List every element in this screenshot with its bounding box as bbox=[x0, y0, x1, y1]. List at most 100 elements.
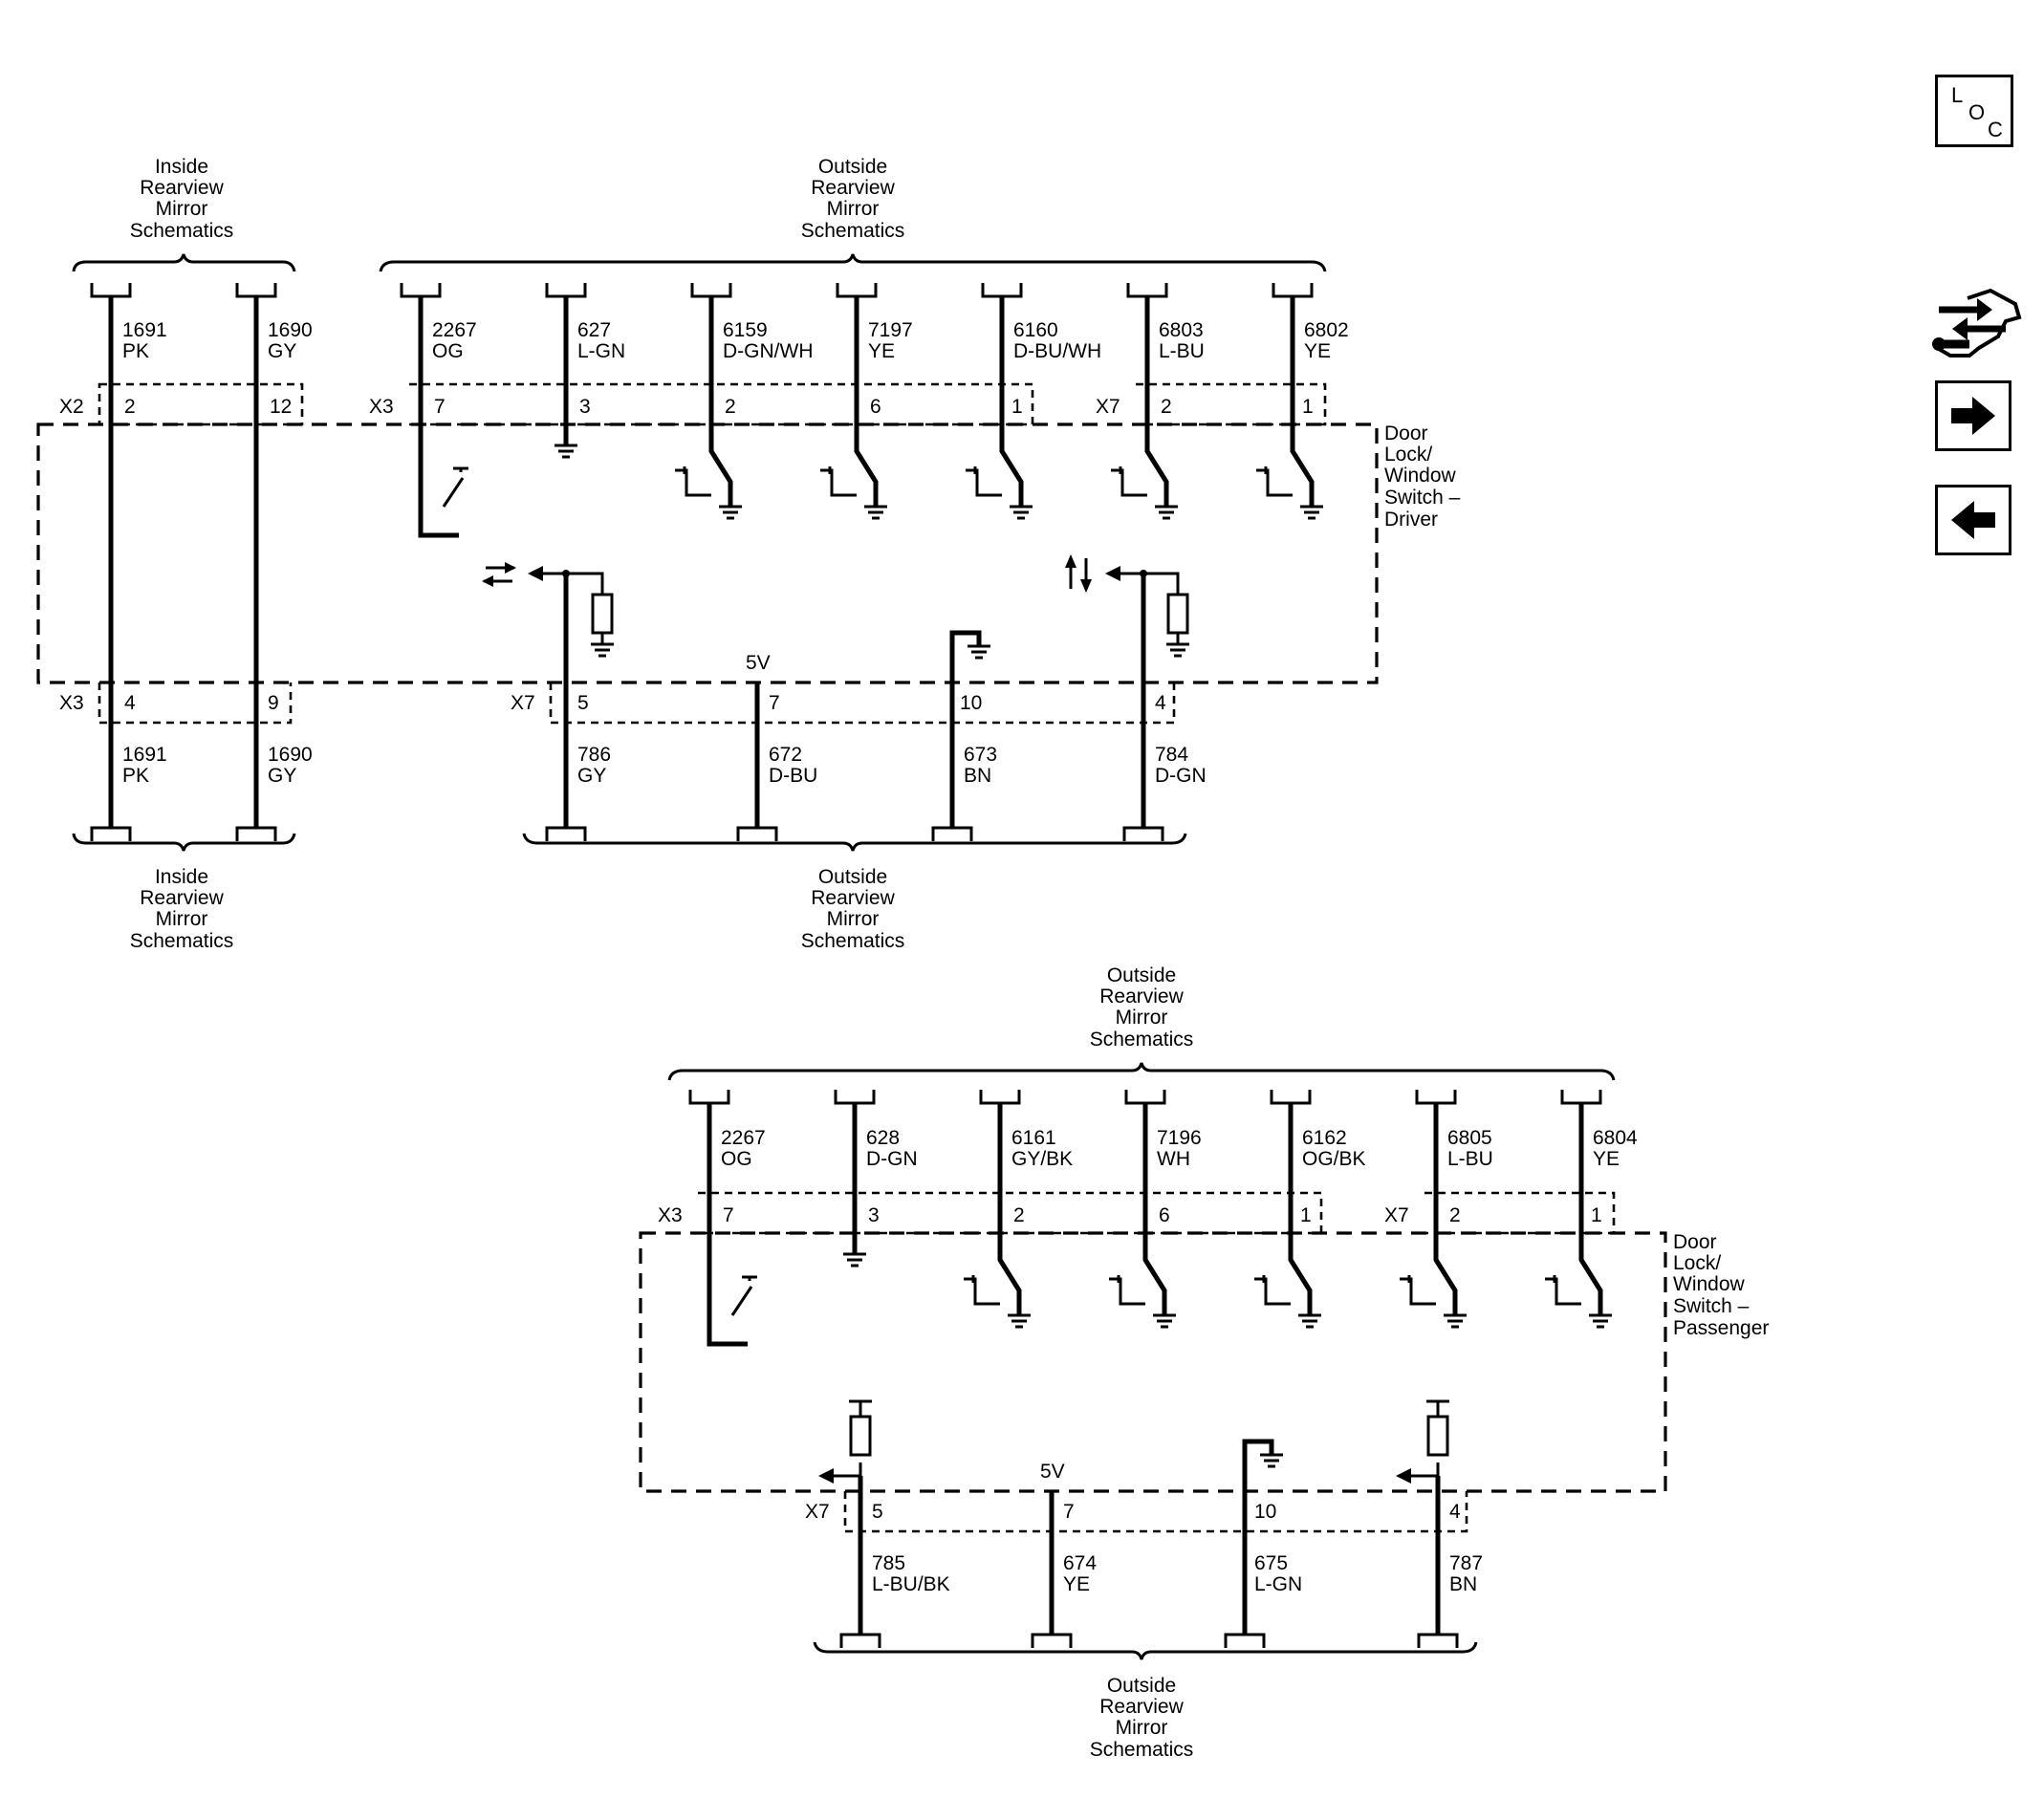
svg-text:7: 7 bbox=[769, 692, 780, 714]
svg-text:628: 628 bbox=[866, 1127, 900, 1149]
driver-ground-627 bbox=[554, 296, 577, 459]
svg-text:672: 672 bbox=[769, 744, 802, 766]
svg-text:X7: X7 bbox=[805, 1501, 830, 1523]
svg-text:673: 673 bbox=[964, 744, 997, 766]
driver-switch-6803 bbox=[1111, 296, 1178, 520]
svg-text:Mirror: Mirror bbox=[156, 908, 208, 930]
svg-text:675: 675 bbox=[1254, 1552, 1288, 1574]
svg-text:627: 627 bbox=[577, 319, 611, 341]
passenger-top-pin-labels: 7 3 2 6 1 2 1 bbox=[723, 1204, 1602, 1226]
svg-text:7: 7 bbox=[434, 396, 446, 418]
svg-text:Schematics: Schematics bbox=[801, 220, 905, 242]
driver-signal-784 bbox=[1105, 566, 1189, 828]
next-page-button[interactable] bbox=[1935, 380, 2011, 451]
loc-letter-c: C bbox=[1988, 118, 2003, 141]
svg-text:1: 1 bbox=[1302, 396, 1314, 418]
passenger-ground-675 bbox=[1242, 1439, 1283, 1635]
driver-switch-6160 bbox=[966, 296, 1033, 520]
svg-text:Window: Window bbox=[1673, 1273, 1746, 1295]
driver-switch-7197 bbox=[820, 296, 887, 520]
svg-text:6159: 6159 bbox=[723, 319, 768, 341]
svg-text:5: 5 bbox=[872, 1501, 883, 1523]
svg-text:Rearview: Rearview bbox=[140, 177, 224, 199]
svg-text:Passenger: Passenger bbox=[1673, 1317, 1769, 1339]
svg-text:2267: 2267 bbox=[721, 1127, 766, 1149]
svg-text:Rearview: Rearview bbox=[1099, 986, 1184, 1008]
passenger-switch-6805 bbox=[1400, 1103, 1467, 1329]
passenger-bottom-pin-labels: 5 7 10 4 bbox=[872, 1501, 1461, 1523]
passenger-ground-628 bbox=[843, 1103, 866, 1268]
wrench-arrows-icon[interactable] bbox=[1931, 287, 2027, 368]
svg-text:Outside: Outside bbox=[1107, 964, 1176, 986]
inside-mirror-bottom-label: Inside Rearview Mirror Schematics bbox=[130, 866, 234, 952]
driver-switch-6159 bbox=[675, 296, 742, 520]
svg-text:Rearview: Rearview bbox=[811, 887, 895, 909]
connector-x3-bottom bbox=[98, 682, 293, 725]
svg-text:Switch –: Switch – bbox=[1384, 487, 1461, 509]
svg-text:6160: 6160 bbox=[1013, 319, 1058, 341]
svg-text:1690: 1690 bbox=[268, 319, 313, 341]
passenger-switch-6804 bbox=[1545, 1103, 1612, 1329]
driver-top-connector-labels: X2 X3 X7 bbox=[59, 396, 1120, 418]
svg-text:Schematics: Schematics bbox=[801, 930, 905, 952]
svg-text:D-BU/WH: D-BU/WH bbox=[1013, 340, 1101, 362]
driver-lamp-switch bbox=[418, 296, 468, 538]
passenger-top-connector-labels: X3 X7 bbox=[658, 1204, 1409, 1226]
svg-text:GY/BK: GY/BK bbox=[1011, 1148, 1073, 1170]
svg-text:2: 2 bbox=[725, 396, 736, 418]
loc-letter-l: L bbox=[1951, 83, 1964, 107]
svg-text:1691: 1691 bbox=[122, 744, 167, 766]
svg-text:Rearview: Rearview bbox=[1099, 1696, 1184, 1718]
outside-mirror-top-label: Outside Rearview Mirror Schematics bbox=[801, 156, 905, 242]
svg-text:X3: X3 bbox=[369, 396, 394, 418]
svg-text:OG: OG bbox=[721, 1148, 752, 1170]
arrow-right-icon bbox=[1951, 397, 1995, 435]
inside-mirror-bottom-brace bbox=[72, 833, 296, 852]
svg-text:Door: Door bbox=[1384, 422, 1428, 444]
svg-text:Schematics: Schematics bbox=[1090, 1739, 1194, 1761]
svg-text:Driver: Driver bbox=[1384, 509, 1438, 531]
location-button[interactable]: L O C bbox=[1935, 75, 2013, 147]
driver-bottom-pin-labels: 4 9 5 7 10 4 bbox=[124, 692, 1166, 714]
svg-text:D-GN: D-GN bbox=[1155, 765, 1207, 787]
svg-text:Rearview: Rearview bbox=[140, 887, 224, 909]
svg-text:D-GN: D-GN bbox=[866, 1148, 918, 1170]
svg-text:Lock/: Lock/ bbox=[1384, 444, 1432, 466]
passenger-bottom-connector-labels: X7 bbox=[805, 1501, 830, 1523]
svg-text:Rearview: Rearview bbox=[811, 177, 895, 199]
svg-text:1691: 1691 bbox=[122, 319, 167, 341]
svg-text:5V: 5V bbox=[1040, 1461, 1065, 1483]
passenger-outside-mirror-top-brace bbox=[667, 1062, 1616, 1081]
svg-text:4: 4 bbox=[124, 692, 136, 714]
svg-text:Door: Door bbox=[1673, 1231, 1717, 1253]
svg-text:L-BU: L-BU bbox=[1447, 1148, 1493, 1170]
svg-text:1: 1 bbox=[1300, 1204, 1312, 1226]
svg-text:7196: 7196 bbox=[1157, 1127, 1202, 1149]
svg-text:YE: YE bbox=[1304, 340, 1331, 362]
svg-text:Window: Window bbox=[1384, 465, 1457, 487]
svg-text:X7: X7 bbox=[1384, 1204, 1409, 1226]
svg-text:Schematics: Schematics bbox=[130, 930, 234, 952]
svg-text:786: 786 bbox=[577, 744, 611, 766]
passenger-switch-label: Door Lock/ Window Switch – Passenger bbox=[1673, 1231, 1769, 1339]
svg-text:785: 785 bbox=[872, 1552, 905, 1574]
svg-text:L-GN: L-GN bbox=[577, 340, 625, 362]
svg-text:X7: X7 bbox=[511, 692, 535, 714]
passenger-signal-785 bbox=[818, 1399, 872, 1635]
svg-text:Mirror: Mirror bbox=[1116, 1007, 1168, 1029]
passenger-switch-6161 bbox=[964, 1103, 1031, 1329]
svg-text:GY: GY bbox=[268, 340, 296, 362]
previous-page-button[interactable] bbox=[1935, 485, 2011, 555]
driver-top-terminals bbox=[90, 283, 1314, 298]
svg-text:6: 6 bbox=[870, 396, 881, 418]
svg-text:6803: 6803 bbox=[1159, 319, 1204, 341]
svg-text:674: 674 bbox=[1063, 1552, 1097, 1574]
svg-text:Mirror: Mirror bbox=[827, 908, 880, 930]
driver-switch-outline bbox=[36, 422, 1379, 684]
svg-text:Inside: Inside bbox=[155, 866, 208, 888]
driver-switch-label: Door Lock/ Window Switch – Driver bbox=[1384, 422, 1461, 531]
svg-text:YE: YE bbox=[1063, 1573, 1090, 1595]
svg-text:WH: WH bbox=[1157, 1148, 1190, 1170]
svg-text:YE: YE bbox=[868, 340, 895, 362]
